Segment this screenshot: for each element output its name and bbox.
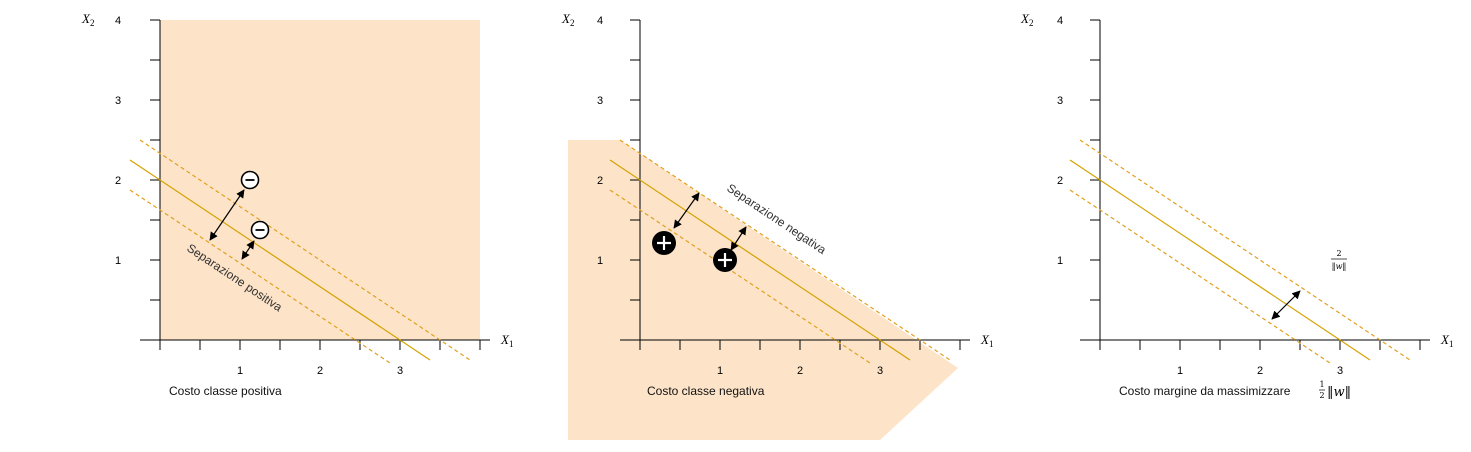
y-tick-1: 1	[115, 255, 121, 267]
y-tick-3: 3	[115, 95, 121, 107]
x-tick-2: 2	[1257, 365, 1263, 377]
svg-text:2: 2	[1336, 249, 1341, 258]
y-tick-2: 2	[115, 175, 121, 187]
y-tick-1: 1	[1057, 255, 1063, 267]
minus-icon	[250, 220, 270, 240]
distance-arrow-1	[209, 189, 245, 241]
positive-cost-region	[160, 20, 480, 340]
margin-upper	[619, 139, 951, 361]
margin-upper	[139, 139, 471, 361]
negative-cost-region	[568, 140, 958, 440]
svg-text:‖w‖: ‖w‖	[1332, 262, 1347, 271]
x-axis-label: X1	[500, 332, 513, 349]
y-axis-label: X2	[1020, 11, 1033, 28]
y-tick-4: 4	[1057, 15, 1063, 27]
x-tick-3: 3	[877, 365, 883, 377]
panel-positive-cost: 4 3 2 1 1 2 3 X2 X1 Separazione positiva…	[81, 11, 513, 398]
margin-lower	[1069, 189, 1331, 364]
distance-arrow-1	[673, 192, 700, 229]
y-tick-4: 4	[115, 15, 121, 27]
plus-icon	[652, 231, 676, 255]
y-tick-4: 4	[597, 15, 603, 27]
y-tick-3: 3	[597, 95, 603, 107]
x-axis-label: X1	[1440, 332, 1453, 349]
y-tick-1: 1	[597, 255, 603, 267]
x-tick-1: 1	[717, 365, 723, 377]
x-tick-1: 1	[237, 365, 243, 377]
margin-lower	[129, 189, 391, 364]
y-tick-3: 3	[1057, 95, 1063, 107]
y-axis-label: X2	[81, 11, 94, 28]
x-tick-2: 2	[317, 365, 323, 377]
plus-icon	[713, 248, 737, 272]
distance-arrow-2	[241, 240, 255, 260]
x-axis-label: X1	[980, 332, 993, 349]
panel-margin-cost: 4 3 2 1 1 2 3 X2 X1 2 ‖w‖ Costo margine …	[1020, 11, 1453, 400]
panel3-axes	[1080, 19, 1430, 350]
y-tick-2: 2	[597, 175, 603, 187]
svg-text:1: 1	[1319, 380, 1324, 389]
panel-negative-cost: 4 3 2 1 1 2 3 X2 X1 Separazione negativa…	[561, 11, 993, 440]
x-tick-3: 3	[397, 365, 403, 377]
margin-cost-formula: 1 2 ‖w‖	[1319, 380, 1351, 400]
panel-caption: Costo classe positiva	[169, 384, 282, 398]
margin-width-label: 2 ‖w‖	[1331, 249, 1347, 271]
decision-boundary	[1069, 159, 1371, 361]
panel-caption: Costo classe negativa	[647, 384, 765, 398]
distance-arrow-2	[730, 226, 747, 251]
decision-boundary	[129, 159, 431, 361]
x-tick-1: 1	[1177, 365, 1183, 377]
margin-width-arrow	[1271, 290, 1301, 320]
margin-upper	[1079, 139, 1411, 361]
minus-icon	[240, 170, 260, 190]
y-tick-2: 2	[1057, 175, 1063, 187]
panel-caption: Costo margine da massimizzare	[1119, 384, 1291, 398]
x-tick-3: 3	[1337, 365, 1343, 377]
svg-text:‖w‖: ‖w‖	[1327, 385, 1351, 400]
x-tick-2: 2	[797, 365, 803, 377]
svg-text:2: 2	[1319, 391, 1324, 400]
decision-boundary	[609, 159, 911, 361]
y-axis-label: X2	[561, 11, 574, 28]
margin-lower	[609, 189, 871, 364]
